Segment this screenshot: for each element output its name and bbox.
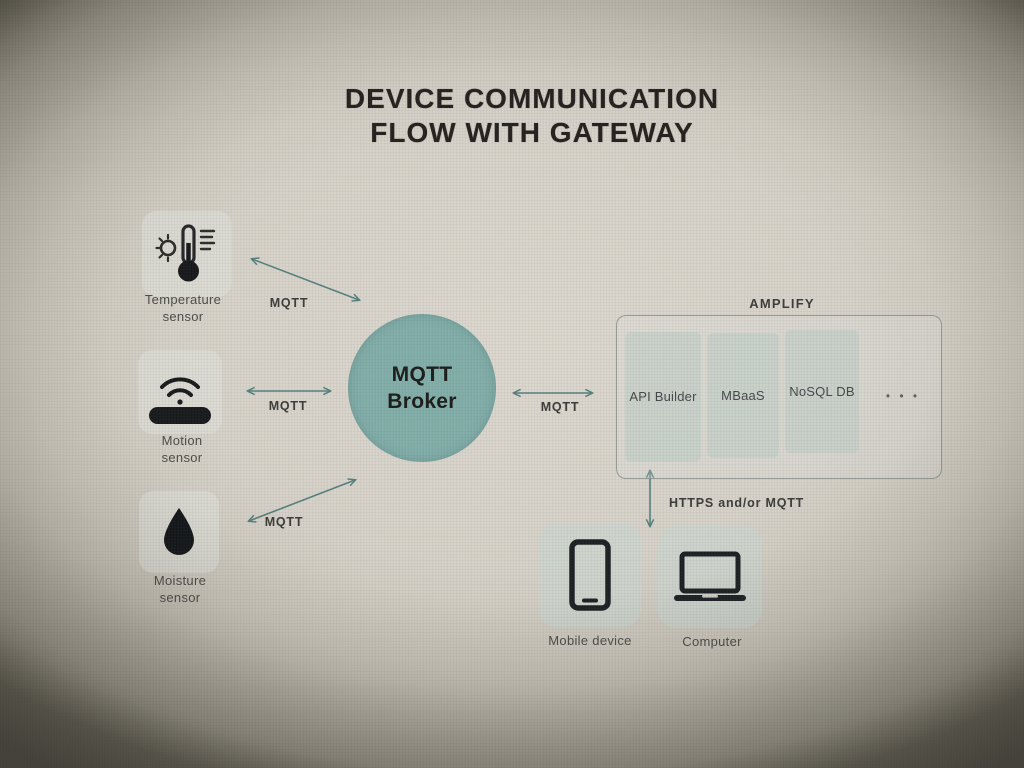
mobile-device-tile [539, 523, 641, 627]
page-title-line1: DEVICE COMMUNICATION [344, 83, 720, 114]
edge-label-https-mqtt: HTTPS and/or MQTT [669, 496, 805, 510]
edge-label-motion-mqtt: MQTT [268, 399, 308, 413]
moisture-sensor-label: Moisture sensor [153, 573, 207, 605]
water-drop-icon [164, 508, 194, 555]
page-title-line2: FLOW WITH GATEWAY [370, 117, 694, 149]
laptop-icon [674, 551, 746, 601]
edge-moisture-to-broker [249, 480, 355, 521]
wifi-motion-icon [149, 377, 211, 424]
edge-label-broker-amplify-mqtt: MQTT [540, 400, 580, 414]
mqtt-broker-label-line1: MQTT [391, 362, 453, 386]
page-title: DEVICE COMMUNICATION FLOW WITH GATEWAY [20, 82, 1024, 150]
mqtt-broker-node: MQTT Broker [348, 314, 496, 462]
amplify-module-mbaas: MBaaS [707, 333, 779, 458]
temperature-sensor-tile [142, 211, 232, 297]
smartphone-icon [569, 539, 611, 611]
edge-temperature-to-broker [252, 259, 359, 300]
edge-label-temperature-mqtt: MQTT [269, 296, 309, 310]
mobile-device-label: Mobile device [548, 633, 632, 648]
amplify-module-api-builder: API Builder [625, 332, 701, 462]
mqtt-broker-label-line2: Broker [387, 390, 457, 413]
computer-tile [658, 526, 762, 628]
moisture-sensor-tile [139, 491, 219, 573]
motion-sensor-tile [138, 350, 222, 434]
amplify-module-nosql-db: NoSQL DB [785, 330, 859, 453]
edge-label-moisture-mqtt: MQTT [264, 515, 304, 529]
amplify-more-ellipsis: • • • [885, 389, 921, 403]
motion-sensor-label: Motion sensor [161, 433, 203, 465]
thermometer-sun-icon [155, 224, 216, 282]
computer-label: Computer [682, 634, 742, 649]
temperature-sensor-label: Temperature sensor [144, 292, 222, 324]
amplify-group-title: AMPLIFY [749, 296, 815, 311]
